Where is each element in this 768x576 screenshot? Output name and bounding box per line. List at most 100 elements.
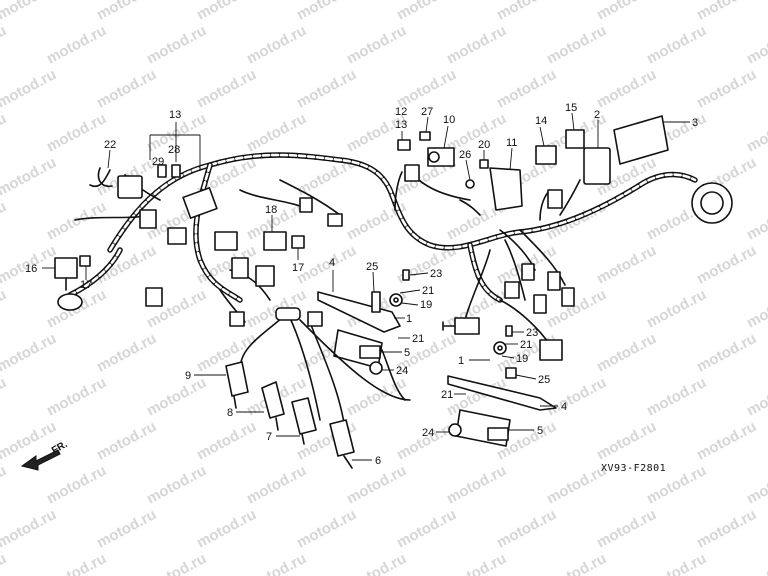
callout-11: 11: [506, 137, 517, 149]
callout-numbers: 1 1 2 3 4 4 5 5 6 7 8 9 10 11: [25, 102, 698, 467]
callout-23: 23: [526, 327, 538, 339]
callout-4: 4: [561, 401, 567, 413]
callout-21: 21: [520, 339, 532, 351]
watermark-text: motod.ru: [644, 22, 709, 68]
callout-4: 4: [329, 257, 335, 269]
watermark-text: motod.ru: [544, 286, 609, 332]
callout-29: 29: [152, 156, 164, 168]
front-marker-label: FR.: [50, 439, 70, 457]
watermark-text: motod.ru: [194, 66, 259, 112]
callout-6: 6: [375, 455, 381, 467]
watermark-text: motod.ru: [94, 330, 159, 376]
watermark-text: motod.ru: [644, 374, 709, 420]
watermark-text: motod.ru: [294, 0, 359, 24]
watermark-text: motod.ru: [744, 198, 768, 244]
watermark-text: motod.ru: [144, 462, 209, 508]
watermark-text: motod.ru: [594, 330, 659, 376]
callout-24: 24: [396, 365, 408, 377]
callout-22: 22: [104, 139, 116, 151]
callout-1: 1: [458, 355, 464, 367]
watermark-text: motod.ru: [744, 374, 768, 420]
watermark-text: motod.ru: [0, 66, 59, 112]
callout-1: 1: [406, 313, 412, 325]
watermark-text: motod.ru: [394, 66, 459, 112]
callout-20: 20: [478, 139, 490, 151]
watermark-text: motod.ru: [594, 66, 659, 112]
callout-7: 7: [266, 431, 272, 443]
callout-23: 23: [430, 268, 442, 280]
watermark-text: motod.ru: [44, 462, 109, 508]
watermark-text: motod.ru: [244, 550, 309, 576]
watermark-text: motod.ru: [0, 374, 9, 420]
callout-3: 3: [692, 117, 698, 129]
callout-17: 17: [80, 279, 92, 291]
watermark-text: motod.ru: [594, 506, 659, 552]
watermark-text: motod.ru: [544, 22, 609, 68]
watermark-text: motod.ru: [94, 66, 159, 112]
watermark-text: motod.ru: [494, 0, 559, 24]
watermark-text: motod.ru: [694, 330, 759, 376]
watermark-text: motod.ru: [694, 506, 759, 552]
watermark-text: motod.ru: [694, 418, 759, 464]
watermark-text: motod.ru: [94, 0, 159, 24]
harness-connectors: [117, 164, 575, 361]
callout-10: 10: [443, 114, 455, 126]
watermark-text: motod.ru: [44, 550, 109, 576]
watermark-text: motod.ru: [144, 22, 209, 68]
callout-15: 15: [565, 102, 577, 114]
watermark-text: motod.ru: [594, 0, 659, 24]
callout-17: 17: [292, 262, 304, 274]
callout-16: 16: [25, 263, 37, 275]
callout-13: 13: [395, 119, 407, 131]
watermark-text: motod.ru: [644, 550, 709, 576]
watermark-text: motod.ru: [44, 374, 109, 420]
watermark-text: motod.ru: [644, 286, 709, 332]
watermark-text: motod.ru: [544, 462, 609, 508]
watermark-text: motod.ru: [544, 374, 609, 420]
watermark-text: motod.ru: [394, 506, 459, 552]
watermark-text: motod.ru: [294, 506, 359, 552]
watermark-text: motod.ru: [0, 22, 9, 68]
callout-25: 25: [366, 261, 378, 273]
callout-19: 19: [420, 299, 432, 311]
watermark-text: motod.ru: [694, 0, 759, 24]
fuse-box-and-relays: [54, 115, 733, 311]
watermark-text: motod.ru: [144, 550, 209, 576]
watermark-text: motod.ru: [0, 286, 9, 332]
watermark-text: motod.ru: [194, 418, 259, 464]
watermark-text: motod.ru: [744, 286, 768, 332]
watermark-text: motod.ru: [594, 242, 659, 288]
callout-25: 25: [538, 374, 550, 386]
callout-21: 21: [412, 333, 424, 345]
callout-21: 21: [422, 285, 434, 297]
callout-27: 27: [421, 106, 433, 118]
watermark-text: motod.ru: [0, 0, 59, 24]
watermark-text: motod.ru: [544, 550, 609, 576]
watermark-text: motod.ru: [344, 22, 409, 68]
watermark-text: motod.ru: [44, 198, 109, 244]
callout-28: 28: [168, 144, 180, 156]
callout-5: 5: [537, 425, 543, 437]
watermark-text: motod.ru: [594, 418, 659, 464]
watermark-text: motod.ru: [194, 506, 259, 552]
watermark-text: motod.ru: [444, 22, 509, 68]
watermark-text: motod.ru: [94, 418, 159, 464]
watermark-text: motod.ru: [44, 22, 109, 68]
ignition-coils-and-plug-leads: [225, 269, 557, 469]
callout-24: 24: [422, 427, 434, 439]
callout-13: 13: [169, 109, 181, 121]
watermark-text: motod.ru: [44, 110, 109, 156]
watermark-text: motod.ru: [344, 198, 409, 244]
watermark-text: motod.ru: [0, 462, 9, 508]
callout-19: 19: [516, 353, 528, 365]
watermark-text: motod.ru: [344, 374, 409, 420]
watermark-text: motod.ru: [344, 550, 409, 576]
callout-8: 8: [227, 407, 233, 419]
watermark-text: motod.ru: [744, 110, 768, 156]
callout-26: 26: [459, 149, 471, 161]
watermark-text: motod.ru: [444, 550, 509, 576]
watermark-text: motod.ru: [744, 550, 768, 576]
main-wire-harness: [67, 152, 698, 346]
